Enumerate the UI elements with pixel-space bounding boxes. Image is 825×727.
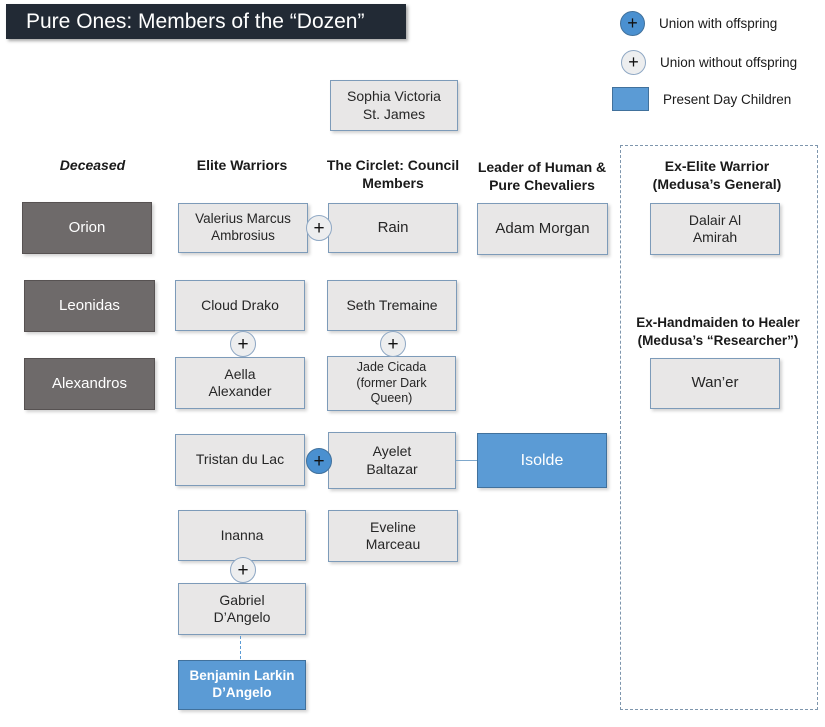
person-box-cloud-drako: Cloud Drako: [175, 280, 305, 331]
page-title: Pure Ones: Members of the “Dozen”: [6, 4, 406, 39]
person-box-benjamin: Benjamin Larkin D’Angelo: [178, 660, 306, 710]
person-box-waner: Wan’er: [650, 358, 780, 409]
person-box-aella: Aella Alexander: [175, 357, 305, 409]
person-box-jade: Jade Cicada (former Dark Queen): [327, 356, 456, 411]
ex-members-region: [620, 145, 818, 710]
person-box-eveline: Eveline Marceau: [328, 510, 458, 562]
person-box-ayelet: Ayelet Baltazar: [328, 432, 456, 489]
person-box-gabriel: Gabriel D’Angelo: [178, 583, 306, 635]
union-marker-inanna-gabriel: +: [230, 557, 256, 583]
person-box-rain: Rain: [328, 203, 458, 253]
legend-item-present-day-children: Present Day Children: [612, 87, 791, 111]
person-box-orion: Orion: [22, 202, 152, 254]
union-marker-tristan-ayelet: +: [306, 448, 332, 474]
person-box-leonidas: Leonidas: [24, 280, 155, 332]
present-day-children-icon: [612, 87, 649, 111]
person-box-sophia: Sophia Victoria St. James: [330, 80, 458, 131]
person-box-valerius: Valerius Marcus Ambrosius: [178, 203, 308, 253]
connector-gabriel-benjamin: [240, 636, 241, 659]
column-header-deceased: Deceased: [59, 157, 126, 173]
person-box-alexandros: Alexandros: [24, 358, 155, 410]
column-header-ex-handmaiden: Ex-Handmaiden to Healer (Medusa’s “Resea…: [636, 315, 800, 348]
column-header-elite-warriors: Elite Warriors: [196, 157, 288, 173]
person-box-tristan: Tristan du Lac: [175, 434, 305, 486]
union-without-offspring-icon: +: [621, 50, 646, 75]
person-box-inanna: Inanna: [178, 510, 306, 561]
person-box-adam: Adam Morgan: [477, 203, 608, 255]
union-marker-valerius-rain: +: [306, 215, 332, 241]
person-box-dalair: Dalair Al Amirah: [650, 203, 780, 255]
column-header-ex-elite-warrior: Ex-Elite Warrior (Medusa’s General): [652, 158, 782, 193]
legend-label: Union without offspring: [660, 55, 798, 70]
column-header-leader: Leader of Human & Pure Chevaliers: [477, 159, 607, 194]
legend-label: Union with offspring: [659, 16, 778, 31]
column-header-circlet: The Circlet: Council Members: [326, 157, 460, 192]
person-box-isolde: Isolde: [477, 433, 607, 488]
person-box-seth: Seth Tremaine: [327, 280, 457, 331]
legend-item-union-with-offspring: + Union with offspring: [620, 11, 777, 36]
legend-item-union-without-offspring: + Union without offspring: [621, 50, 797, 75]
legend-label: Present Day Children: [663, 91, 792, 107]
connector-ayelet-isolde: [456, 460, 477, 461]
union-marker-seth-jade: +: [380, 331, 406, 357]
union-with-offspring-icon: +: [620, 11, 645, 36]
union-marker-cloud-aella: +: [230, 331, 256, 357]
